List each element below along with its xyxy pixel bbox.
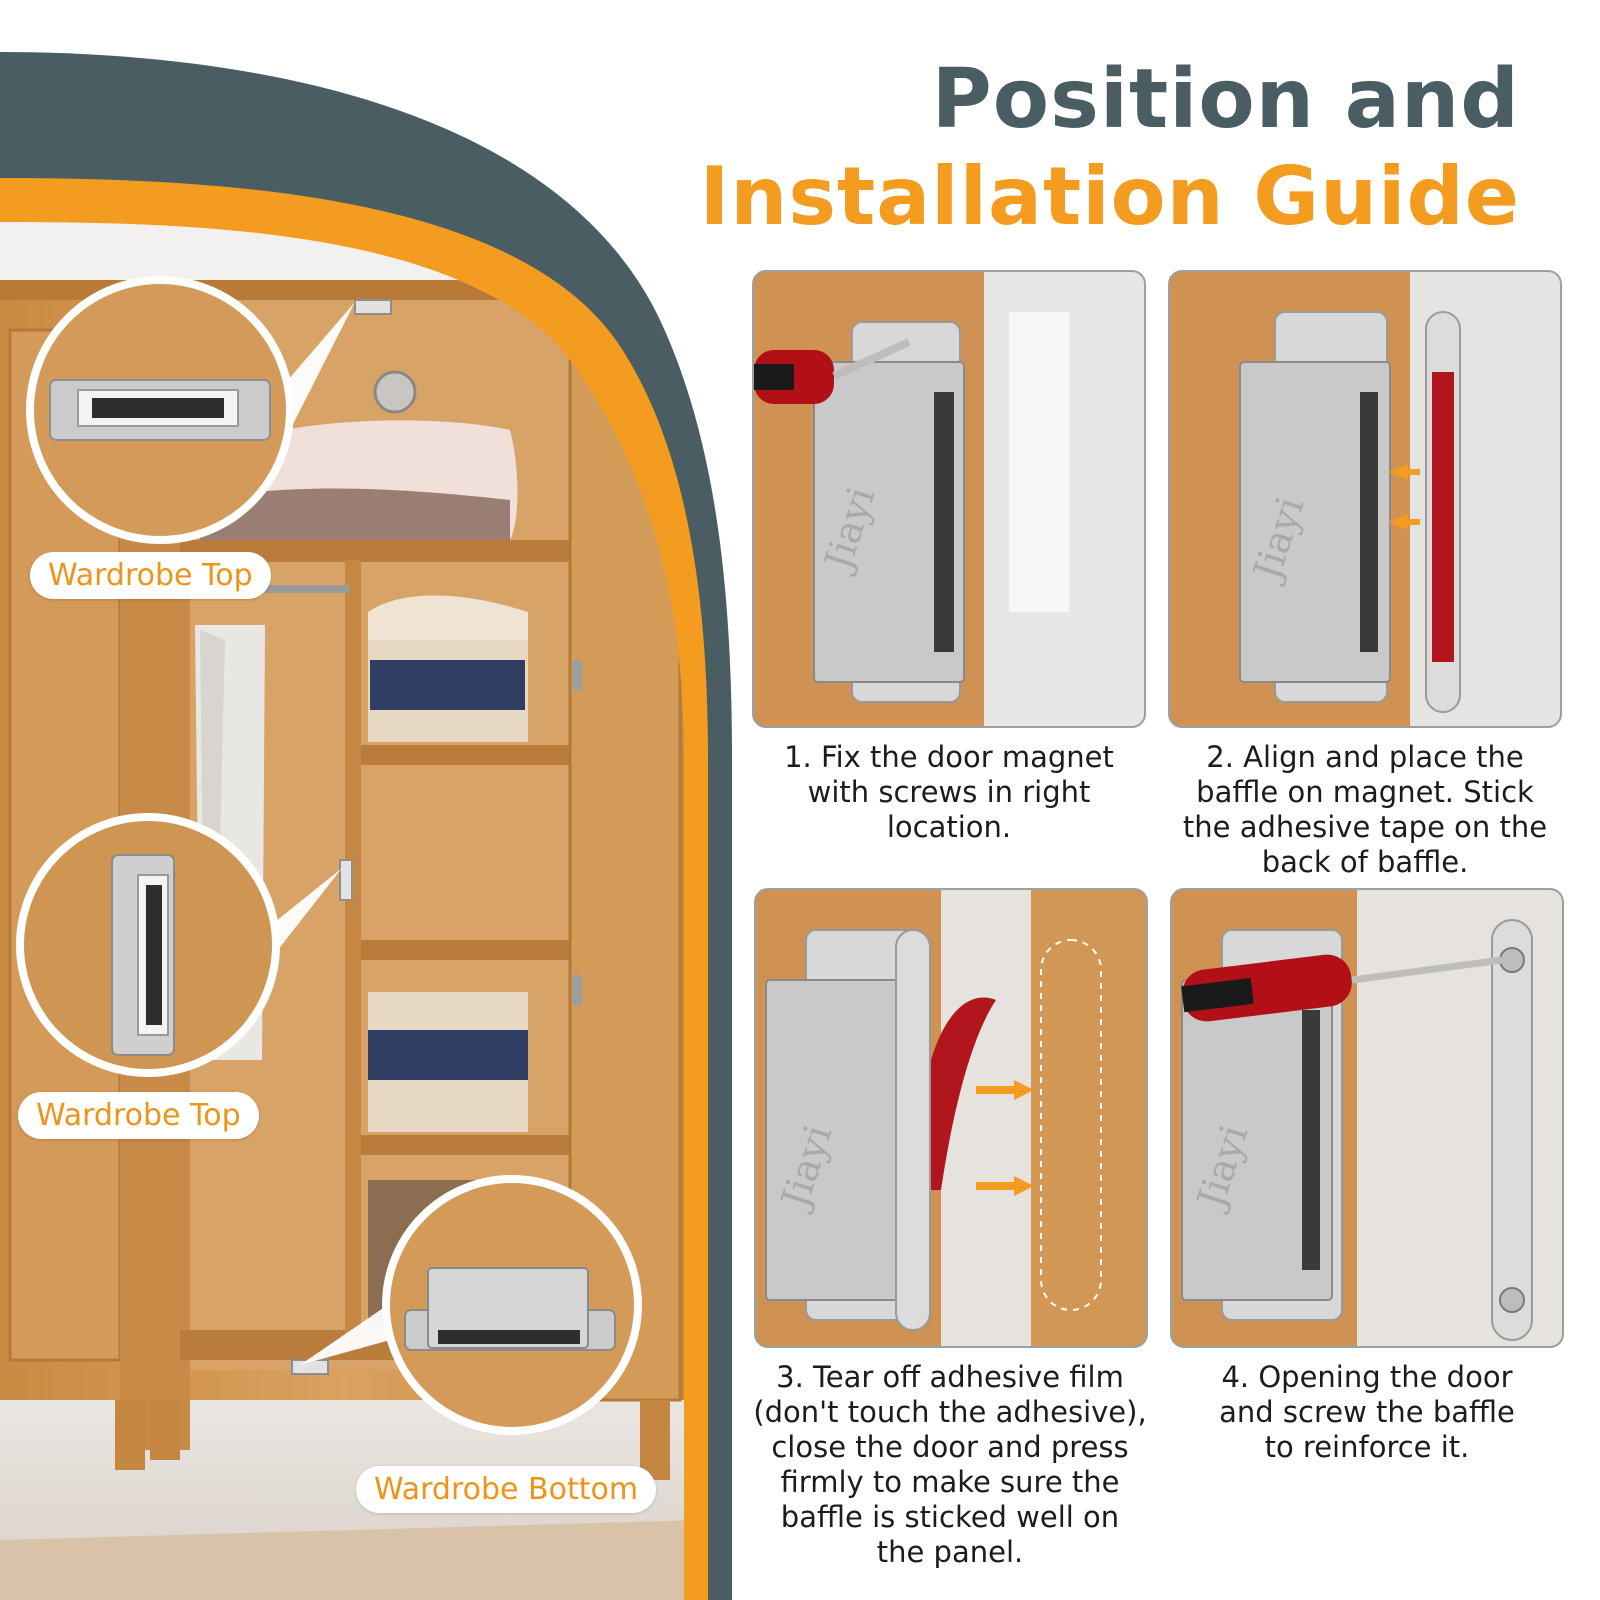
step-3-line-5: baffle is sticked well on xyxy=(780,1500,1120,1534)
step-3-line-3: close the door and press xyxy=(771,1430,1129,1464)
guide-title-line-1: Position and xyxy=(931,52,1520,147)
zoom-circle-top xyxy=(26,276,294,544)
step-2-line-2: baffle on magnet. Stick xyxy=(1196,775,1534,809)
zoom-circle-middle xyxy=(16,813,280,1077)
step-2-image: Jiayi xyxy=(1168,270,1562,728)
wardrobe-bottom-label: Wardrobe Bottom xyxy=(356,1466,657,1513)
step-4-line-3: to reinforce it. xyxy=(1264,1430,1470,1464)
step-1-line-1: 1. Fix the door magnet xyxy=(784,740,1114,774)
step-3-line-4: firmly to make sure the xyxy=(780,1465,1120,1499)
step-3-caption: 3. Tear off adhesive film (don't touch t… xyxy=(740,1360,1160,1570)
step-4-line-2: and screw the baffle xyxy=(1219,1395,1515,1429)
step-4-image: Jiayi xyxy=(1170,888,1564,1348)
step-3-line-6: the panel. xyxy=(876,1535,1024,1569)
wardrobe-top-label-2: Wardrobe Top xyxy=(18,1092,259,1139)
step-1-image: Jiayi xyxy=(752,270,1146,728)
step-3-line-2: (don't touch the adhesive), xyxy=(753,1395,1147,1429)
guide-title-line-2: Installation Guide xyxy=(699,150,1520,243)
wardrobe-top-label-1: Wardrobe Top xyxy=(30,552,271,599)
step-2-line-3: the adhesive tape on the xyxy=(1182,810,1548,844)
step-3-line-1: 3. Tear off adhesive film xyxy=(776,1360,1124,1394)
step-4-line-1: 4. Opening the door xyxy=(1221,1360,1513,1394)
step-1-line-3: location. xyxy=(886,810,1012,844)
step-1-caption: 1. Fix the door magnet with screws in ri… xyxy=(752,740,1146,845)
step-2-line-4: back of baffle. xyxy=(1261,845,1469,879)
zoom-circle-bottom xyxy=(382,1175,642,1435)
wardrobe-arch-illustration xyxy=(0,52,732,1600)
step-2-caption: 2. Align and place the baffle on magnet.… xyxy=(1164,740,1566,880)
step-1-line-2: with screws in right xyxy=(807,775,1091,809)
step-4-caption: 4. Opening the door and screw the baffle… xyxy=(1170,1360,1564,1465)
step-2-line-1: 2. Align and place the xyxy=(1206,740,1524,774)
step-3-image: Jiayi xyxy=(754,888,1148,1348)
